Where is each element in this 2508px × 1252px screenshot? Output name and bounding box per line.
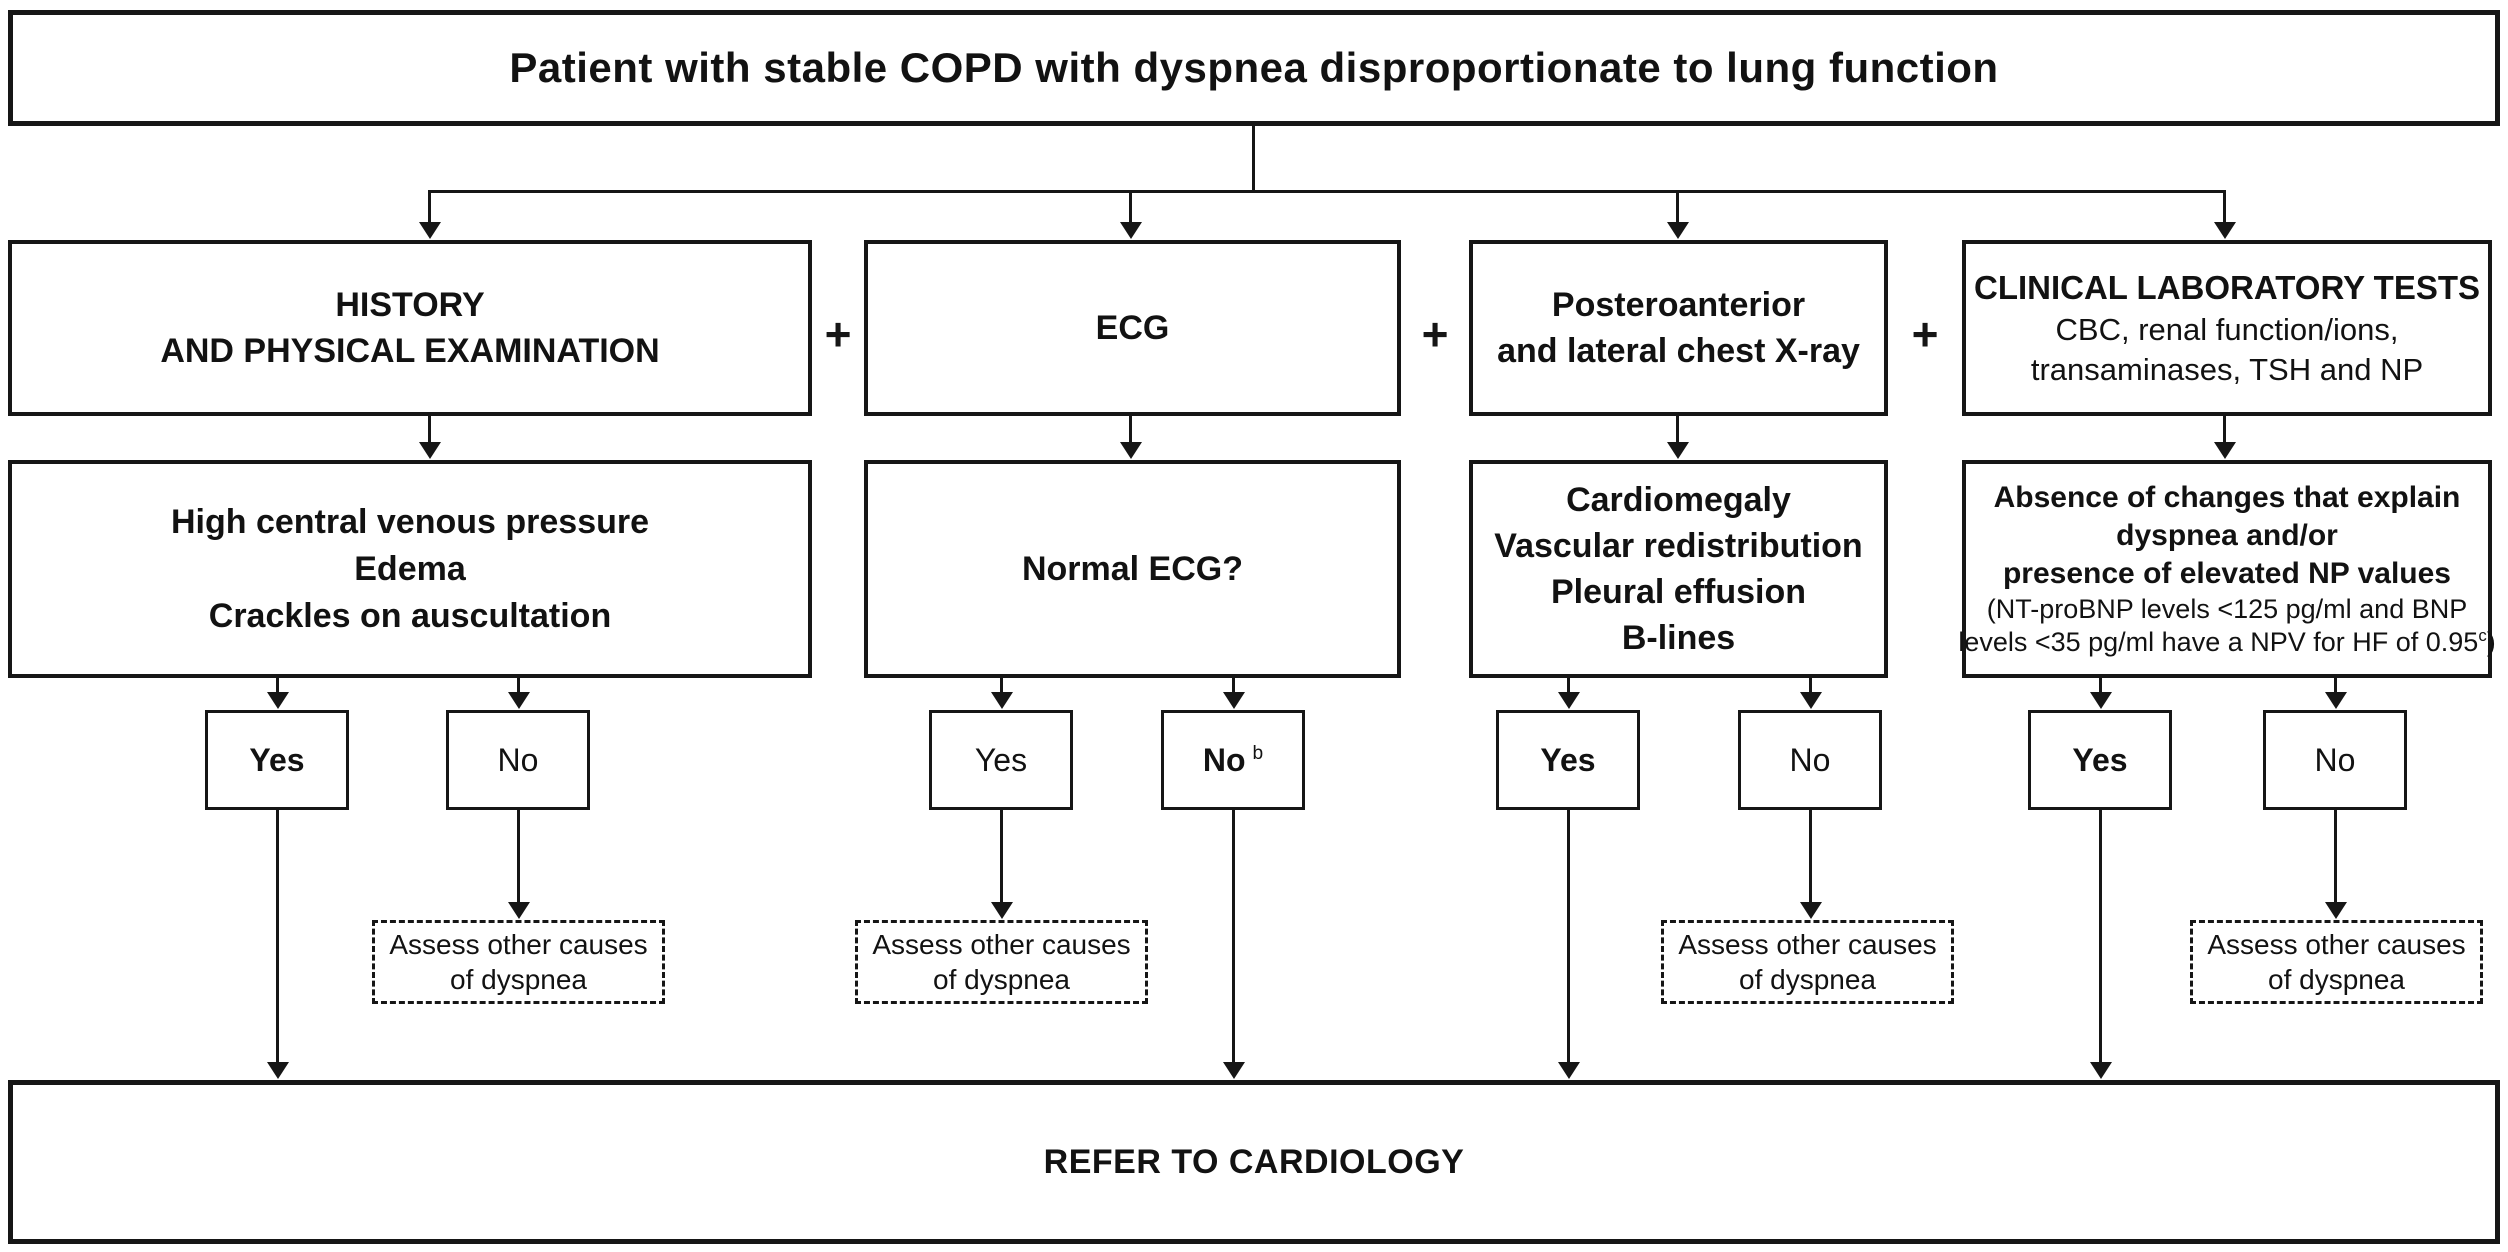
arrow-xray-to-findings <box>1676 416 1679 443</box>
assess-box-ecg: Assess other causes of dyspnea <box>855 920 1148 1004</box>
test-box-ecg: ECG <box>864 240 1401 416</box>
plus-sign-2: + <box>1421 308 1449 360</box>
assess-xray-line1: Assess other causes <box>1678 929 1937 960</box>
arrow-xray-yes-to-cardiology <box>1567 810 1570 1063</box>
connector-horizontal-line <box>430 190 2226 193</box>
test-box-labs-heading: CLINICAL LABORATORY TESTS <box>1973 269 2481 306</box>
no-box-history: No <box>446 710 590 810</box>
assess-history-line2: of dyspnea <box>450 964 587 995</box>
arrow-ecg-to-yes <box>1000 678 1003 693</box>
test-box-xray: Posteroanterior and lateral chest X-ray <box>1469 240 1888 416</box>
branch-arrow-history <box>428 190 431 223</box>
yes-label-ecg: Yes <box>974 741 1028 778</box>
findings-labs-footnote-c: c <box>2478 626 2487 645</box>
findings-history-line3: Crackles on auscultation <box>208 596 612 635</box>
findings-labs-note-line1: (NT-proBNP levels <125 pg/ml and BNP <box>1986 594 2468 624</box>
test-box-history-line2: AND PHYSICAL EXAMINATION <box>160 332 660 370</box>
arrow-ecg-no-to-cardiology <box>1232 810 1235 1063</box>
findings-box-xray: Cardiomegaly Vascular redistribution Ple… <box>1469 460 1888 678</box>
no-box-labs: No <box>2263 710 2407 810</box>
arrow-labs-to-yes <box>2099 678 2102 693</box>
arrow-history-to-findings <box>428 416 431 443</box>
arrow-labs-to-findings <box>2223 416 2226 443</box>
refer-to-cardiology-label: REFER TO CARDIOLOGY <box>1043 1142 1465 1181</box>
plus-sign-1: + <box>824 308 852 360</box>
arrow-xray-no-to-assess <box>1809 810 1812 903</box>
branch-arrow-xray <box>1676 190 1679 223</box>
findings-ecg-question: Normal ECG? <box>1021 549 1244 588</box>
yes-label-history: Yes <box>249 741 305 778</box>
yes-label-xray: Yes <box>1540 741 1596 778</box>
title-box: Patient with stable COPD with dyspnea di… <box>8 10 2500 126</box>
test-box-history: HISTORY AND PHYSICAL EXAMINATION <box>8 240 812 416</box>
findings-xray-line4: B-lines <box>1621 619 1736 657</box>
refer-to-cardiology-box: REFER TO CARDIOLOGY <box>8 1080 2500 1244</box>
assess-history-line1: Assess other causes <box>389 929 648 960</box>
findings-box-ecg: Normal ECG? <box>864 460 1401 678</box>
findings-box-history: High central venous pressure Edema Crack… <box>8 460 812 678</box>
arrow-ecg-yes-to-assess <box>1000 810 1003 903</box>
findings-history-line1: High central venous pressure <box>170 502 650 541</box>
assess-box-labs: Assess other causes of dyspnea <box>2190 920 2483 1004</box>
arrow-history-to-no <box>517 678 520 693</box>
yes-box-xray: Yes <box>1496 710 1640 810</box>
findings-history-line2: Edema <box>354 549 466 588</box>
assess-box-xray: Assess other causes of dyspnea <box>1661 920 1954 1004</box>
branch-arrow-labs <box>2223 190 2226 223</box>
findings-box-labs: Absence of changes that explain dyspnea … <box>1958 460 2496 678</box>
yes-box-history: Yes <box>205 710 349 810</box>
no-label-xray: No <box>1789 741 1831 778</box>
assess-box-history: Assess other causes of dyspnea <box>372 920 665 1004</box>
findings-labs-note-line2: levels <35 pg/ml have a NPV for HF of 0.… <box>1958 626 2495 659</box>
assess-labs-line2: of dyspnea <box>2268 964 2405 995</box>
no-box-xray: No <box>1738 710 1882 810</box>
no-label-history: No <box>497 741 539 778</box>
plus-sign-3: + <box>1911 308 1939 360</box>
test-box-labs-sub-line2: transaminases, TSH and NP <box>2030 352 2424 387</box>
arrow-history-to-yes <box>276 678 279 693</box>
arrow-history-yes-to-cardiology <box>276 810 279 1063</box>
no-footnote-b: b <box>1252 742 1264 764</box>
findings-labs-note-line2-text: levels <35 pg/ml have a NPV for HF of 0.… <box>1958 627 2479 657</box>
findings-labs-bold-line3: presence of elevated NP values <box>2002 557 2451 590</box>
findings-xray-line2: Vascular redistribution <box>1494 527 1863 565</box>
arrow-ecg-to-no <box>1232 678 1235 693</box>
arrow-labs-yes-to-cardiology <box>2099 810 2102 1063</box>
test-box-labs: CLINICAL LABORATORY TESTS CBC, renal fun… <box>1962 240 2492 416</box>
assess-labs-line1: Assess other causes <box>2207 929 2466 960</box>
assess-ecg-line2: of dyspnea <box>933 964 1070 995</box>
assess-xray-line2: of dyspnea <box>1739 964 1876 995</box>
findings-xray-line3: Pleural effusion <box>1550 573 1807 611</box>
no-label-labs: No <box>2314 741 2356 778</box>
arrow-history-no-to-assess <box>517 810 520 903</box>
assess-ecg-line1: Assess other causes <box>872 929 1131 960</box>
test-box-history-line1: HISTORY <box>335 286 485 324</box>
arrow-ecg-to-findings <box>1129 416 1132 443</box>
page-title: Patient with stable COPD with dyspnea di… <box>509 44 1999 91</box>
test-box-xray-line1: Posteroanterior <box>1551 286 1806 324</box>
test-box-ecg-line1: ECG <box>1095 309 1170 347</box>
test-box-labs-sub-line1: CBC, renal function/ions, <box>2055 312 2399 347</box>
findings-xray-line1: Cardiomegaly <box>1566 481 1791 519</box>
arrow-labs-to-no <box>2334 678 2337 693</box>
test-box-xray-line2: and lateral chest X-ray <box>1497 332 1860 370</box>
yes-box-ecg: Yes <box>929 710 1073 810</box>
arrow-labs-no-to-assess <box>2334 810 2337 903</box>
findings-labs-bold-line2: dyspnea and/or <box>2116 519 2338 552</box>
arrow-xray-to-no <box>1809 678 1812 693</box>
findings-labs-bold-line1: Absence of changes that explain <box>1993 481 2461 514</box>
branch-arrow-ecg <box>1129 190 1132 223</box>
yes-label-labs: Yes <box>2072 741 2128 778</box>
arrow-xray-to-yes <box>1567 678 1570 693</box>
connector-stem-line <box>1252 126 1255 190</box>
findings-labs-note-close-paren: ) <box>2486 627 2496 657</box>
yes-box-labs: Yes <box>2028 710 2172 810</box>
